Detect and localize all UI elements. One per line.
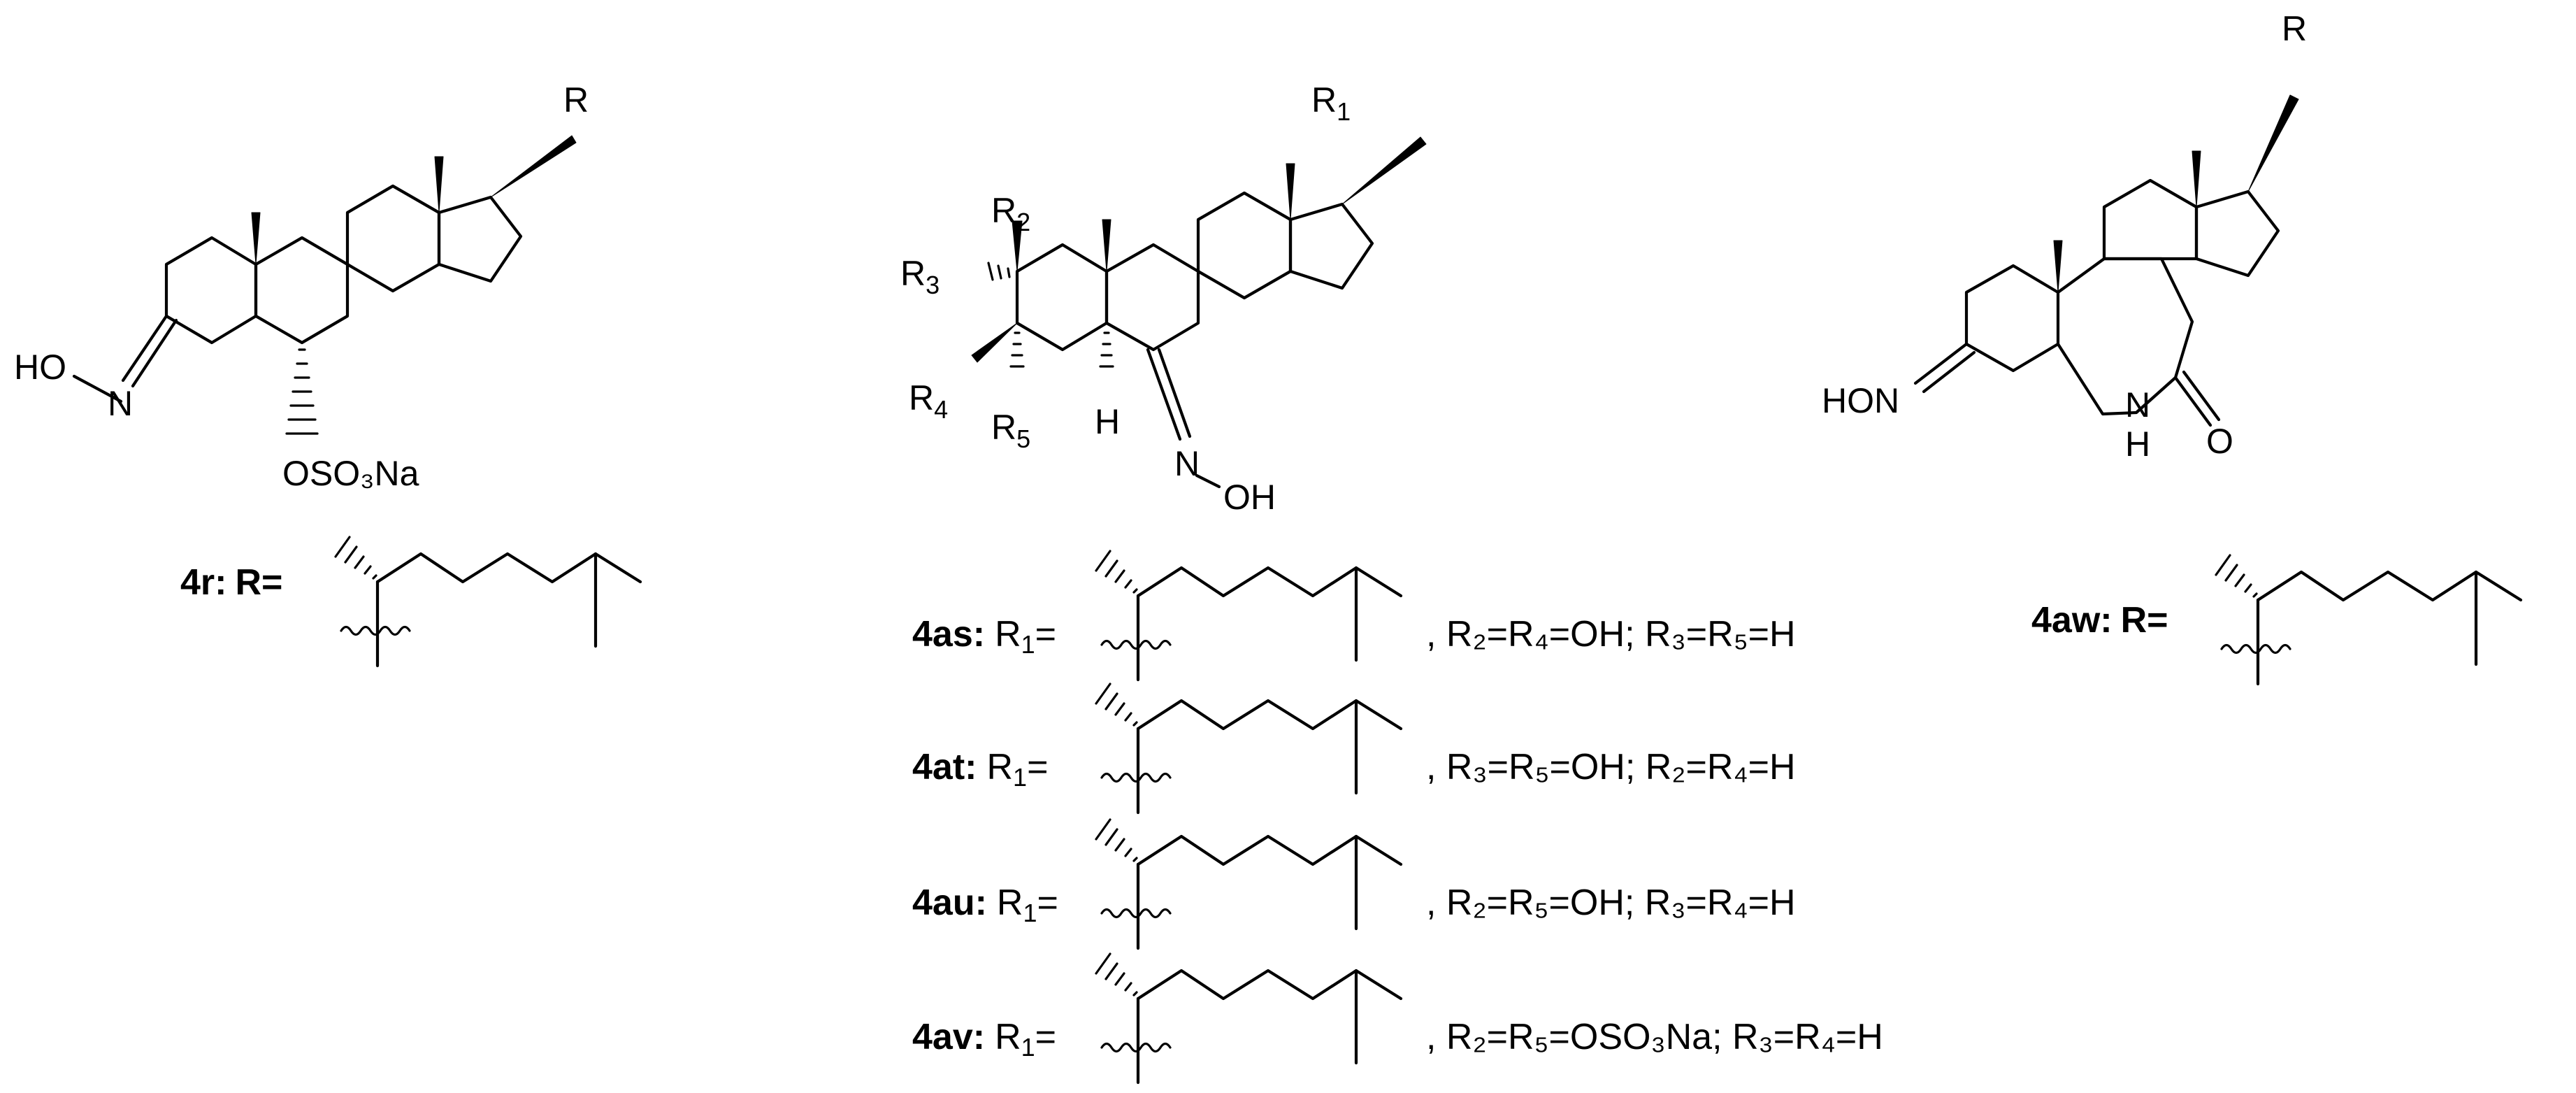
compound-row-4au: 4au:R1= , R₂=R₅=OH; R₃=R₄=H <box>912 820 1796 948</box>
cmid-r3-atom: R3 <box>900 254 940 299</box>
cmid-r1-atom: R1 <box>1311 80 1351 126</box>
compound-4aw-structure: HON N H O R <box>1822 9 2307 464</box>
row-4av-conditions: , R₂=R₅=OSO₃Na; R₃=R₄=H <box>1426 1017 1883 1057</box>
compound-4r-label: 4r:R= <box>180 537 640 666</box>
cmid-r4-atom: R4 <box>909 378 948 424</box>
compound-4aw-label: 4aw:R= <box>2031 555 2521 684</box>
row-4at-name: 4at: <box>912 747 977 787</box>
cmid-h-atom: H <box>1095 402 1120 441</box>
cmid-oh-atom: OH <box>1223 478 1276 517</box>
row-4as-sidechain <box>1096 551 1401 680</box>
row-4au-sidechain <box>1096 820 1401 948</box>
c4aw-r-eq: R= <box>2121 600 2168 641</box>
svg-text:4au:R1=: 4au:R1= <box>912 883 1058 927</box>
row-4av-name: 4av: <box>912 1017 985 1057</box>
c4aw-r-atom: R <box>2282 9 2307 48</box>
row-4as-conditions: , R₂=R₄=OH; R₃=R₅=H <box>1426 614 1796 655</box>
c4aw-h-atom: H <box>2125 424 2150 464</box>
svg-text:4r:R=: 4r:R= <box>180 562 282 603</box>
c4r-sulfate-group: OSO₃Na <box>282 454 419 493</box>
cmid-n-atom: N <box>1174 444 1200 483</box>
c4r-ho-atom: HO <box>14 348 66 387</box>
svg-text:4av:R1=: 4av:R1= <box>912 1017 1056 1062</box>
c4aw-n-atom: N <box>2125 385 2150 424</box>
c4r-sidechain <box>336 537 640 666</box>
compound-row-4as: 4as:R1= , R₂=R₄=OH; R₃=R₅=H <box>912 551 1796 680</box>
row-4av-sidechain <box>1096 954 1401 1083</box>
c4aw-hon-group: HON <box>1822 381 1899 420</box>
c4aw-sidechain <box>2216 555 2521 684</box>
row-4au-conditions: , R₂=R₅=OH; R₃=R₄=H <box>1426 883 1796 923</box>
c4r-r-eq: R= <box>235 562 282 603</box>
c4r-r-atom: R <box>563 80 589 120</box>
row-4au-name: 4au: <box>912 883 987 923</box>
c4aw-o-atom: O <box>2206 422 2233 461</box>
cmid-r2-atom: R2 <box>991 191 1030 236</box>
compound-4r-structure: HO N OSO₃Na R <box>14 80 589 493</box>
compound-middle-structure: R1 R2 R3 R4 R5 H N OH <box>900 80 1427 517</box>
c4r-n-atom: N <box>108 384 133 423</box>
c4r-name: 4r: <box>180 562 226 603</box>
cmid-r5-atom: R5 <box>991 408 1030 453</box>
row-4at-sidechain <box>1096 684 1401 813</box>
c4aw-name: 4aw: <box>2031 600 2113 641</box>
svg-text:4aw:R=: 4aw:R= <box>2031 600 2168 641</box>
compound-row-4av: 4av:R1= , R₂=R₅=OSO₃Na; R₃=R₄=H <box>912 954 1883 1083</box>
compound-row-4at: 4at:R1= , R₃=R₅=OH; R₂=R₄=H <box>912 684 1796 813</box>
svg-text:4at:R1=: 4at:R1= <box>912 747 1048 792</box>
svg-text:4as:R1=: 4as:R1= <box>912 614 1056 659</box>
row-4at-conditions: , R₃=R₅=OH; R₂=R₄=H <box>1426 747 1796 787</box>
row-4as-name: 4as: <box>912 614 985 655</box>
